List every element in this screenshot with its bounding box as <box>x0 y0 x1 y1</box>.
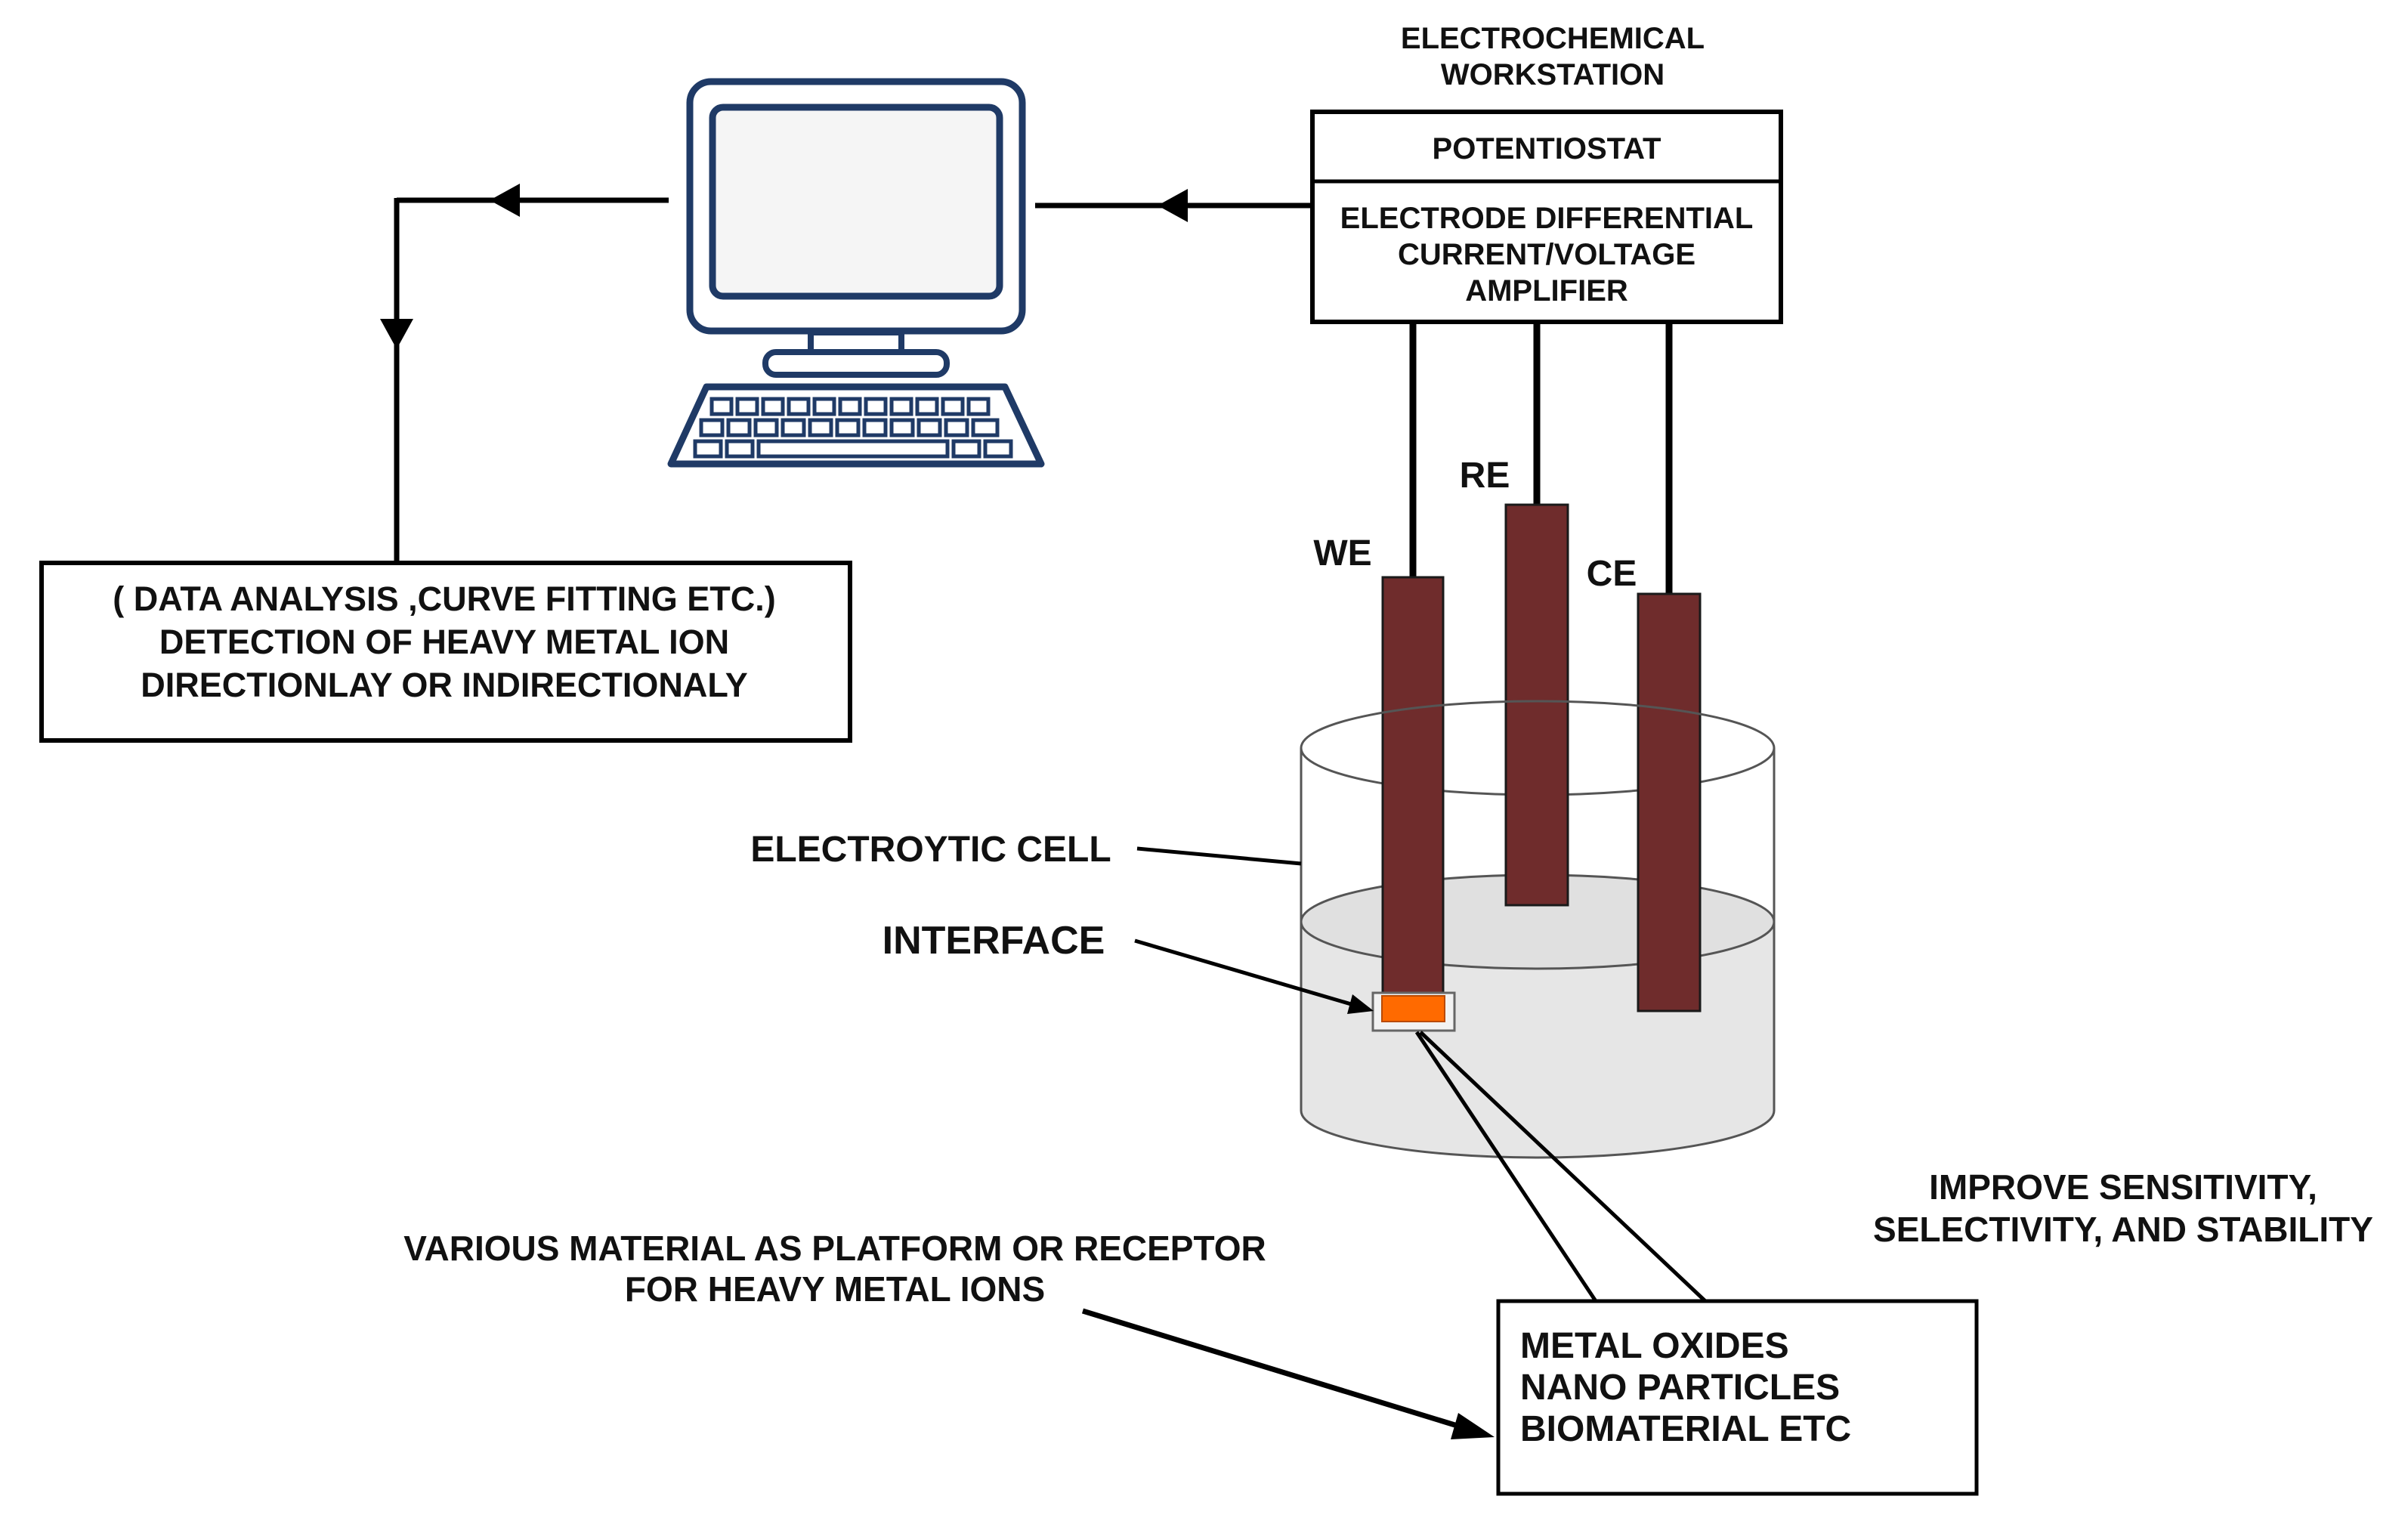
key <box>735 397 759 416</box>
analysis-box-outline <box>39 561 852 743</box>
keyboard-keys <box>693 397 1013 459</box>
workstation-title-line2: WORKSTATION <box>1441 58 1665 91</box>
computer-to-analysis-arrowhead-top <box>490 184 520 217</box>
working-electrode <box>1381 576 1445 1002</box>
key <box>808 418 833 437</box>
key <box>812 397 836 416</box>
amplifier-label-line1: ELECTRODE DIFFERENTIAL <box>1340 202 1754 235</box>
key <box>971 418 1000 437</box>
key <box>838 397 862 416</box>
workstation-to-computer-arrowhead <box>1158 189 1188 222</box>
key <box>889 418 915 437</box>
materials-note-pointer <box>1081 1308 1479 1435</box>
improve-note-line1: IMPROVE SENSITIVITY, <box>1929 1167 2317 1207</box>
improve-note-line2: SELECTIVITY, AND STABILITY <box>1873 1210 2373 1249</box>
interface-label: INTERFACE <box>883 919 1105 963</box>
key <box>983 439 1013 459</box>
key <box>693 439 723 459</box>
key <box>781 418 806 437</box>
callout-line-right <box>1419 1031 1707 1303</box>
materials-box-line2: NANO PARTICLES <box>1520 1368 1840 1408</box>
spacebar-key <box>756 439 950 459</box>
interface-layer <box>1381 995 1445 1022</box>
key <box>699 418 725 437</box>
analysis-box: ( DATA ANALYSIS ,CURVE FITTING ETC.) DET… <box>39 561 852 743</box>
reference-electrode <box>1504 503 1569 907</box>
materials-note-arrowhead <box>1451 1413 1495 1439</box>
materials-note-line2: FOR HEAVY METAL IONS <box>625 1269 1045 1309</box>
key <box>725 439 755 459</box>
analysis-line2: DETECTION OF HEAVY METAL ION <box>159 623 729 661</box>
keyboard-icon <box>667 383 1045 468</box>
key <box>862 418 888 437</box>
electrolytic-cell-label: ELECTROYTIC CELL <box>750 830 1111 870</box>
key <box>864 397 888 416</box>
materials-box: METAL OXIDES NANO PARTICLES BIOMATERIAL … <box>1496 1299 1979 1496</box>
key <box>951 439 981 459</box>
key <box>966 397 991 416</box>
ce-label: CE <box>1587 554 1637 594</box>
computer-to-analysis-arrowhead-down <box>380 319 413 349</box>
key <box>709 397 734 416</box>
analysis-line1: ( DATA ANALYSIS ,CURVE FITTING ETC.) <box>113 580 776 618</box>
monitor-stand <box>762 349 950 378</box>
key <box>787 397 811 416</box>
key <box>761 397 785 416</box>
beaker-bottom-rim <box>1300 1110 1776 1159</box>
interface-pointer-arrowhead <box>1347 994 1374 1014</box>
monitor-neck <box>808 329 904 355</box>
callout-line-left <box>1414 1031 1598 1303</box>
key <box>917 418 942 437</box>
materials-note-line1: VARIOUS MATERIAL AS PLATFORM OR RECEPTOR <box>403 1229 1266 1268</box>
key <box>726 418 752 437</box>
potentiostat-label: POTENTIOSTAT <box>1433 132 1661 165</box>
amplifier-label-line2: CURRENT/VOLTAGE <box>1398 238 1695 271</box>
key <box>941 397 965 416</box>
counter-electrode <box>1637 592 1702 1012</box>
key <box>835 418 861 437</box>
analysis-line3: DIRECTIONLAY OR INDIRECTIONALY <box>141 666 747 704</box>
monitor-screen <box>709 104 1003 300</box>
key <box>889 397 913 416</box>
electrode-wires <box>1409 322 1673 594</box>
computer-icon <box>686 78 1026 378</box>
electrodes <box>1371 503 1702 1032</box>
key <box>753 418 779 437</box>
key <box>915 397 939 416</box>
workstation-outline <box>1310 110 1783 324</box>
electrolytic-cell-pointer <box>1136 846 1302 866</box>
workstation-title-line1: ELECTROCHEMICAL <box>1401 22 1705 55</box>
amplifier-label-line3: AMPLIFIER <box>1465 274 1628 308</box>
materials-box-line3: BIOMATERIAL ETC <box>1520 1409 1851 1449</box>
re-label: RE <box>1460 456 1510 496</box>
beaker-top-rim-back <box>1300 700 1776 749</box>
key <box>944 418 969 437</box>
signal-flow-arrows <box>380 184 1312 563</box>
we-label: WE <box>1313 533 1371 573</box>
materials-box-line1: METAL OXIDES <box>1520 1326 1789 1366</box>
materials-box-outline <box>1496 1299 1979 1496</box>
workstation-box: POTENTIOSTAT ELECTRODE DIFFERENTIAL CURR… <box>1310 110 1783 324</box>
interface-pointer <box>1134 938 1370 1012</box>
